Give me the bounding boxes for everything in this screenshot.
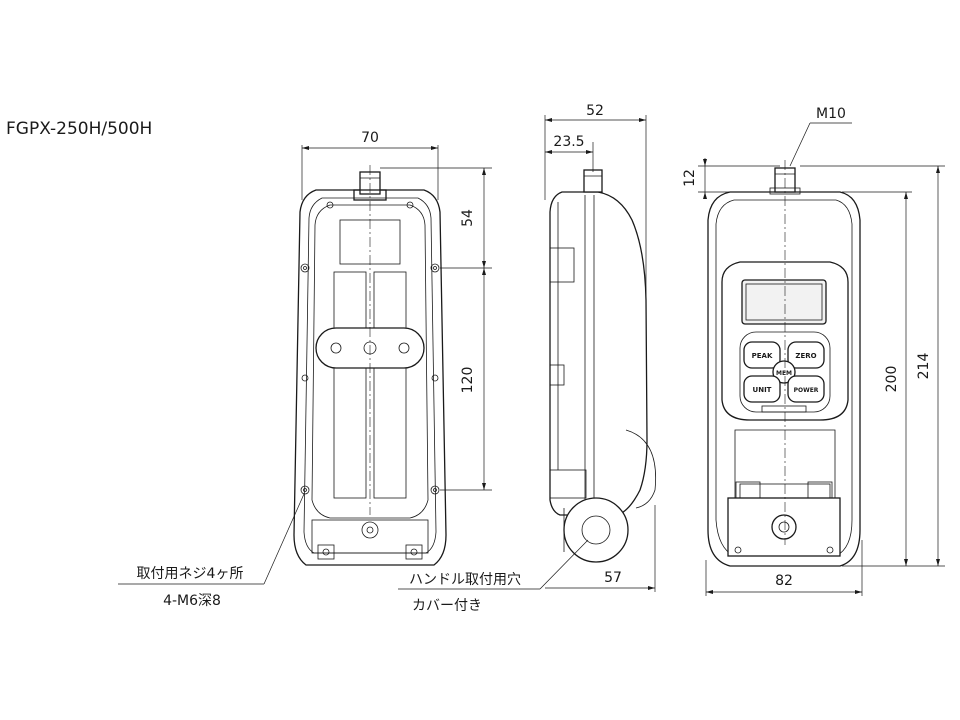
thread-callout: M10 xyxy=(789,106,852,167)
dimension-54-120: 54 120 xyxy=(380,167,492,491)
svg-text:POWER: POWER xyxy=(794,387,819,394)
dimension-12: 12 xyxy=(682,158,780,199)
svg-text:MEM: MEM xyxy=(776,370,792,377)
svg-text:214: 214 xyxy=(916,353,932,380)
dimension-200-214: 200 214 xyxy=(800,165,945,567)
side-view xyxy=(549,169,657,563)
svg-text:取付用ネジ4ヶ所: 取付用ネジ4ヶ所 xyxy=(137,566,244,582)
svg-text:200: 200 xyxy=(884,366,900,393)
front-view: PEAK ZERO MEM UNIT POWER xyxy=(707,160,861,567)
bottom-mount-hole-icon xyxy=(771,514,797,540)
svg-text:54: 54 xyxy=(460,209,476,227)
dimension-52: 52 xyxy=(544,103,647,300)
bottom-block xyxy=(727,497,841,557)
svg-text:70: 70 xyxy=(361,130,379,146)
handle-boss xyxy=(563,497,629,563)
mem-button[interactable] xyxy=(772,360,796,384)
svg-text:82: 82 xyxy=(775,573,793,589)
dimension-57: 57 xyxy=(545,505,656,592)
svg-text:M10: M10 xyxy=(816,106,846,122)
svg-text:52: 52 xyxy=(586,103,604,119)
svg-text:4-M6深8: 4-M6深8 xyxy=(163,593,221,609)
model-title: FGPX-250H/500H xyxy=(6,119,152,139)
dimension-23-5: 23.5 xyxy=(545,134,594,172)
svg-text:57: 57 xyxy=(604,570,622,586)
handle-hole-callout: ハンドル取付用穴 カバー付き xyxy=(398,539,589,614)
dimension-70: 70 xyxy=(301,130,439,200)
svg-text:ZERO: ZERO xyxy=(795,352,816,360)
handle-hole-icon xyxy=(581,515,611,545)
svg-text:12: 12 xyxy=(682,169,698,187)
back-view xyxy=(293,165,447,566)
svg-text:ハンドル取付用穴: ハンドル取付用穴 xyxy=(409,572,521,588)
zero-button[interactable] xyxy=(787,341,825,369)
dimension-82: 82 xyxy=(705,540,863,596)
power-button[interactable] xyxy=(787,375,825,403)
svg-text:120: 120 xyxy=(460,367,476,394)
mount-screw-icon xyxy=(300,201,440,495)
unit-button[interactable] xyxy=(743,375,781,403)
peak-button[interactable] xyxy=(743,341,781,369)
lcd-display xyxy=(741,279,827,325)
mount-holes-callout: 取付用ネジ4ヶ所 4-M6深8 xyxy=(118,493,305,609)
svg-text:23.5: 23.5 xyxy=(553,134,584,150)
svg-text:カバー付き: カバー付き xyxy=(412,598,482,614)
svg-text:UNIT: UNIT xyxy=(753,386,772,394)
svg-text:PEAK: PEAK xyxy=(752,352,773,360)
